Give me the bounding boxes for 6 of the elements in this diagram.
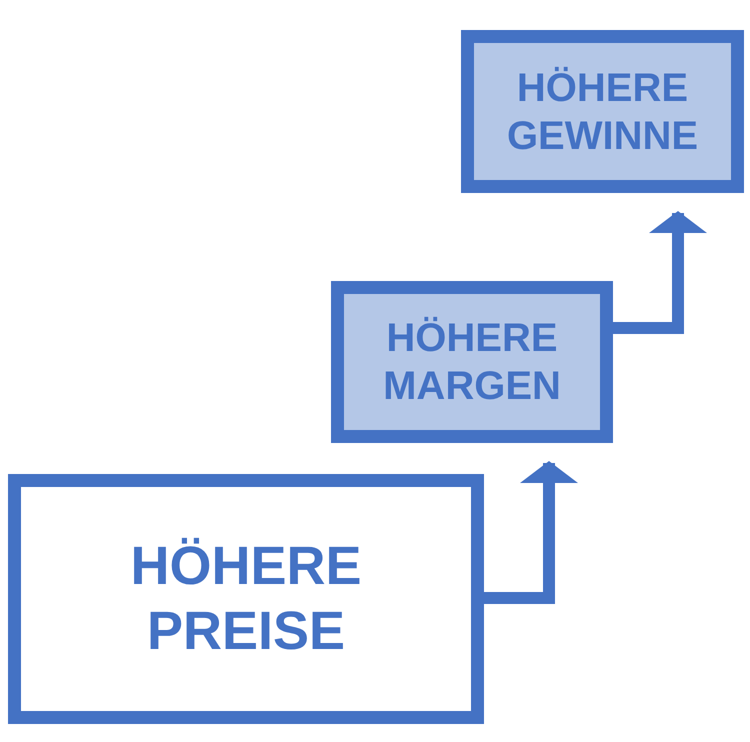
text-box <box>8 474 484 724</box>
box-label: HÖHERE PREISE <box>129 535 363 663</box>
text-box <box>331 281 613 443</box>
box-label: HÖHERE GEWINNE <box>506 64 700 160</box>
text-box <box>461 30 744 193</box>
box-label: HÖHERE MARGEN <box>382 315 562 410</box>
